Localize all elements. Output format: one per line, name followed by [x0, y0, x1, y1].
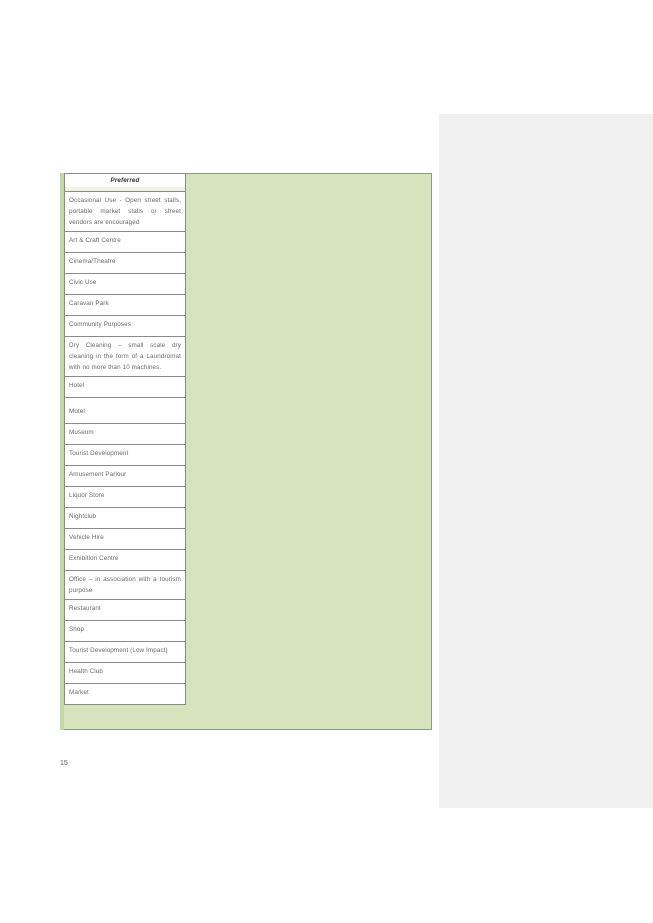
preferred-uses-table: Preferred Occasional Use - Open street s… — [64, 173, 186, 705]
table-row: Dry Cleaning – small scale dry cleaning … — [64, 336, 186, 377]
table-row: Liquor Store — [64, 486, 186, 508]
table-row: Hotel — [64, 376, 186, 398]
table-row: Amusement Parlour — [64, 465, 186, 487]
table-row: Tourist Development — [64, 444, 186, 466]
shaded-left-column — [60, 173, 64, 730]
table-row: Community Purposes — [64, 315, 186, 337]
table-header-preferred: Preferred — [64, 173, 186, 187]
table-row: Restaurant — [64, 599, 186, 621]
table-row: Civic Use — [64, 273, 186, 295]
table-row: Nightclub — [64, 507, 186, 529]
table-row: Health Club — [64, 662, 186, 684]
table-row: Caravan Park — [64, 294, 186, 316]
table-row: Vehicle Hire — [64, 528, 186, 550]
table-row: Exhibition Centre — [64, 549, 186, 571]
table-row: Tourist Development (Low Impact) — [64, 641, 186, 663]
table-row: Market — [64, 683, 186, 705]
table-row: Shop — [64, 620, 186, 642]
table-row: Cinema/Theatre — [64, 252, 186, 274]
table-row: Office – in association with a tourism p… — [64, 570, 186, 600]
table-row: Motel — [64, 397, 186, 424]
comment-margin-panel — [439, 114, 653, 808]
page-number: 15 — [60, 760, 68, 767]
table-row: Museum — [64, 423, 186, 445]
table-row: Occasional Use - Open street stalls, por… — [64, 191, 186, 232]
table-row: Art & Craft Centre — [64, 231, 186, 253]
